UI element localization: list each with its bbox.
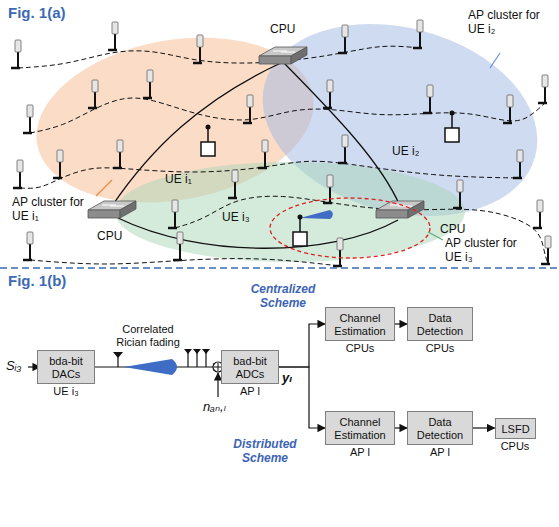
figure-label: Fig. 1(a)	[8, 4, 66, 22]
signal-connector	[473, 427, 495, 428]
scheme-label: Centralized Scheme	[244, 282, 322, 310]
leader-line	[96, 180, 112, 196]
process-box: Data DetectionCPUs	[407, 307, 473, 341]
tx-antenna	[113, 352, 123, 367]
box-caption: AP l	[240, 385, 260, 398]
box-text: Data Detection	[414, 312, 466, 338]
box-caption: CPUs	[346, 342, 375, 355]
cluster-label: AP cluster for UE i₁	[12, 195, 102, 223]
cpu-label: CPU	[270, 22, 295, 36]
access-point	[173, 232, 183, 260]
box-caption: AP l	[350, 446, 370, 459]
edge-label: Correlated Rician fading	[106, 323, 190, 349]
fronthaul-link	[175, 196, 548, 264]
noise-label: nₐₙ,ₗ	[203, 400, 226, 414]
process-box: LSFDCPUs	[495, 418, 536, 439]
signal-connector	[395, 323, 407, 324]
access-point	[53, 150, 63, 178]
ue-label: UE i₃	[222, 210, 250, 224]
cluster-region	[115, 162, 465, 262]
fronthaul-link	[20, 161, 520, 188]
box-text: bad-bit ADCs	[228, 355, 272, 381]
cluster-label: AP cluster for UE i₂	[468, 8, 548, 36]
box-text: Data Detection	[414, 416, 466, 442]
access-point	[338, 135, 348, 163]
cpu-router	[259, 47, 307, 64]
access-point	[338, 25, 348, 53]
ue-icon	[201, 125, 215, 157]
access-point	[413, 20, 423, 48]
separator-line	[0, 267, 559, 269]
access-point	[11, 40, 21, 68]
box-text: Channel Estimation	[332, 312, 388, 338]
process-box: bad-bit ADCsAP l	[221, 350, 279, 384]
box-caption: AP l	[430, 446, 450, 459]
access-point	[533, 200, 543, 228]
access-point	[243, 95, 253, 123]
box-caption: UE i₃	[53, 385, 78, 398]
box-caption: CPUs	[426, 342, 455, 355]
process-box: Channel EstimationAP l	[325, 411, 395, 445]
cpu-router	[88, 201, 136, 218]
access-point	[23, 232, 33, 260]
access-point	[513, 150, 523, 178]
process-box: Data DetectionAP l	[407, 411, 473, 445]
access-point	[23, 105, 33, 133]
backhaul-link	[112, 62, 283, 206]
access-point	[88, 80, 98, 108]
access-point	[503, 95, 513, 123]
figure-label: Fig. 1(b)	[8, 272, 66, 290]
access-point	[113, 140, 123, 168]
access-point	[541, 236, 551, 264]
process-box: Channel EstimationCPUs	[325, 307, 395, 341]
fronthaul-link	[30, 98, 545, 133]
signal-label: yₗ	[282, 371, 292, 385]
backhaul-link	[283, 62, 400, 206]
scheme-label: Distributed Scheme	[226, 437, 304, 465]
access-point	[143, 70, 153, 98]
leader-line	[490, 53, 500, 68]
box-caption: CPUs	[501, 440, 530, 453]
signal-connector	[279, 324, 325, 367]
fronthaul-link	[18, 46, 420, 68]
process-box: bda-bit DACsUE i₃	[37, 350, 95, 384]
cpu-router	[376, 201, 424, 218]
access-point	[333, 238, 343, 266]
access-point	[538, 75, 548, 103]
highlight-ellipse	[270, 198, 430, 258]
cpu-label: CPU	[440, 222, 465, 236]
signal-connector	[395, 427, 407, 428]
fronthaul-link	[30, 259, 340, 266]
access-point	[168, 200, 178, 228]
rx-antennas	[184, 349, 210, 367]
ue-icon	[445, 111, 459, 143]
box-text: LSFD	[502, 423, 529, 436]
ue-icon	[293, 210, 333, 246]
cluster-label: AP cluster for UE i₃	[445, 236, 535, 264]
backhaul-link	[118, 218, 398, 248]
ue-label: UE i₁	[165, 172, 192, 186]
access-point	[323, 80, 333, 108]
access-point	[228, 170, 238, 198]
cpu-label: CPU	[97, 229, 122, 243]
access-point	[258, 140, 268, 168]
ue-label: UE i₂	[392, 144, 419, 158]
access-point	[453, 180, 463, 208]
signal-connector	[279, 367, 325, 428]
access-point	[193, 35, 203, 63]
access-point	[13, 160, 23, 188]
box-text: bda-bit DACs	[44, 355, 88, 381]
access-point	[423, 85, 433, 113]
access-point	[108, 22, 118, 50]
box-text: Channel Estimation	[332, 416, 388, 442]
signal-label: Sᵢ₃	[6, 359, 21, 373]
beam-wave	[124, 359, 177, 375]
